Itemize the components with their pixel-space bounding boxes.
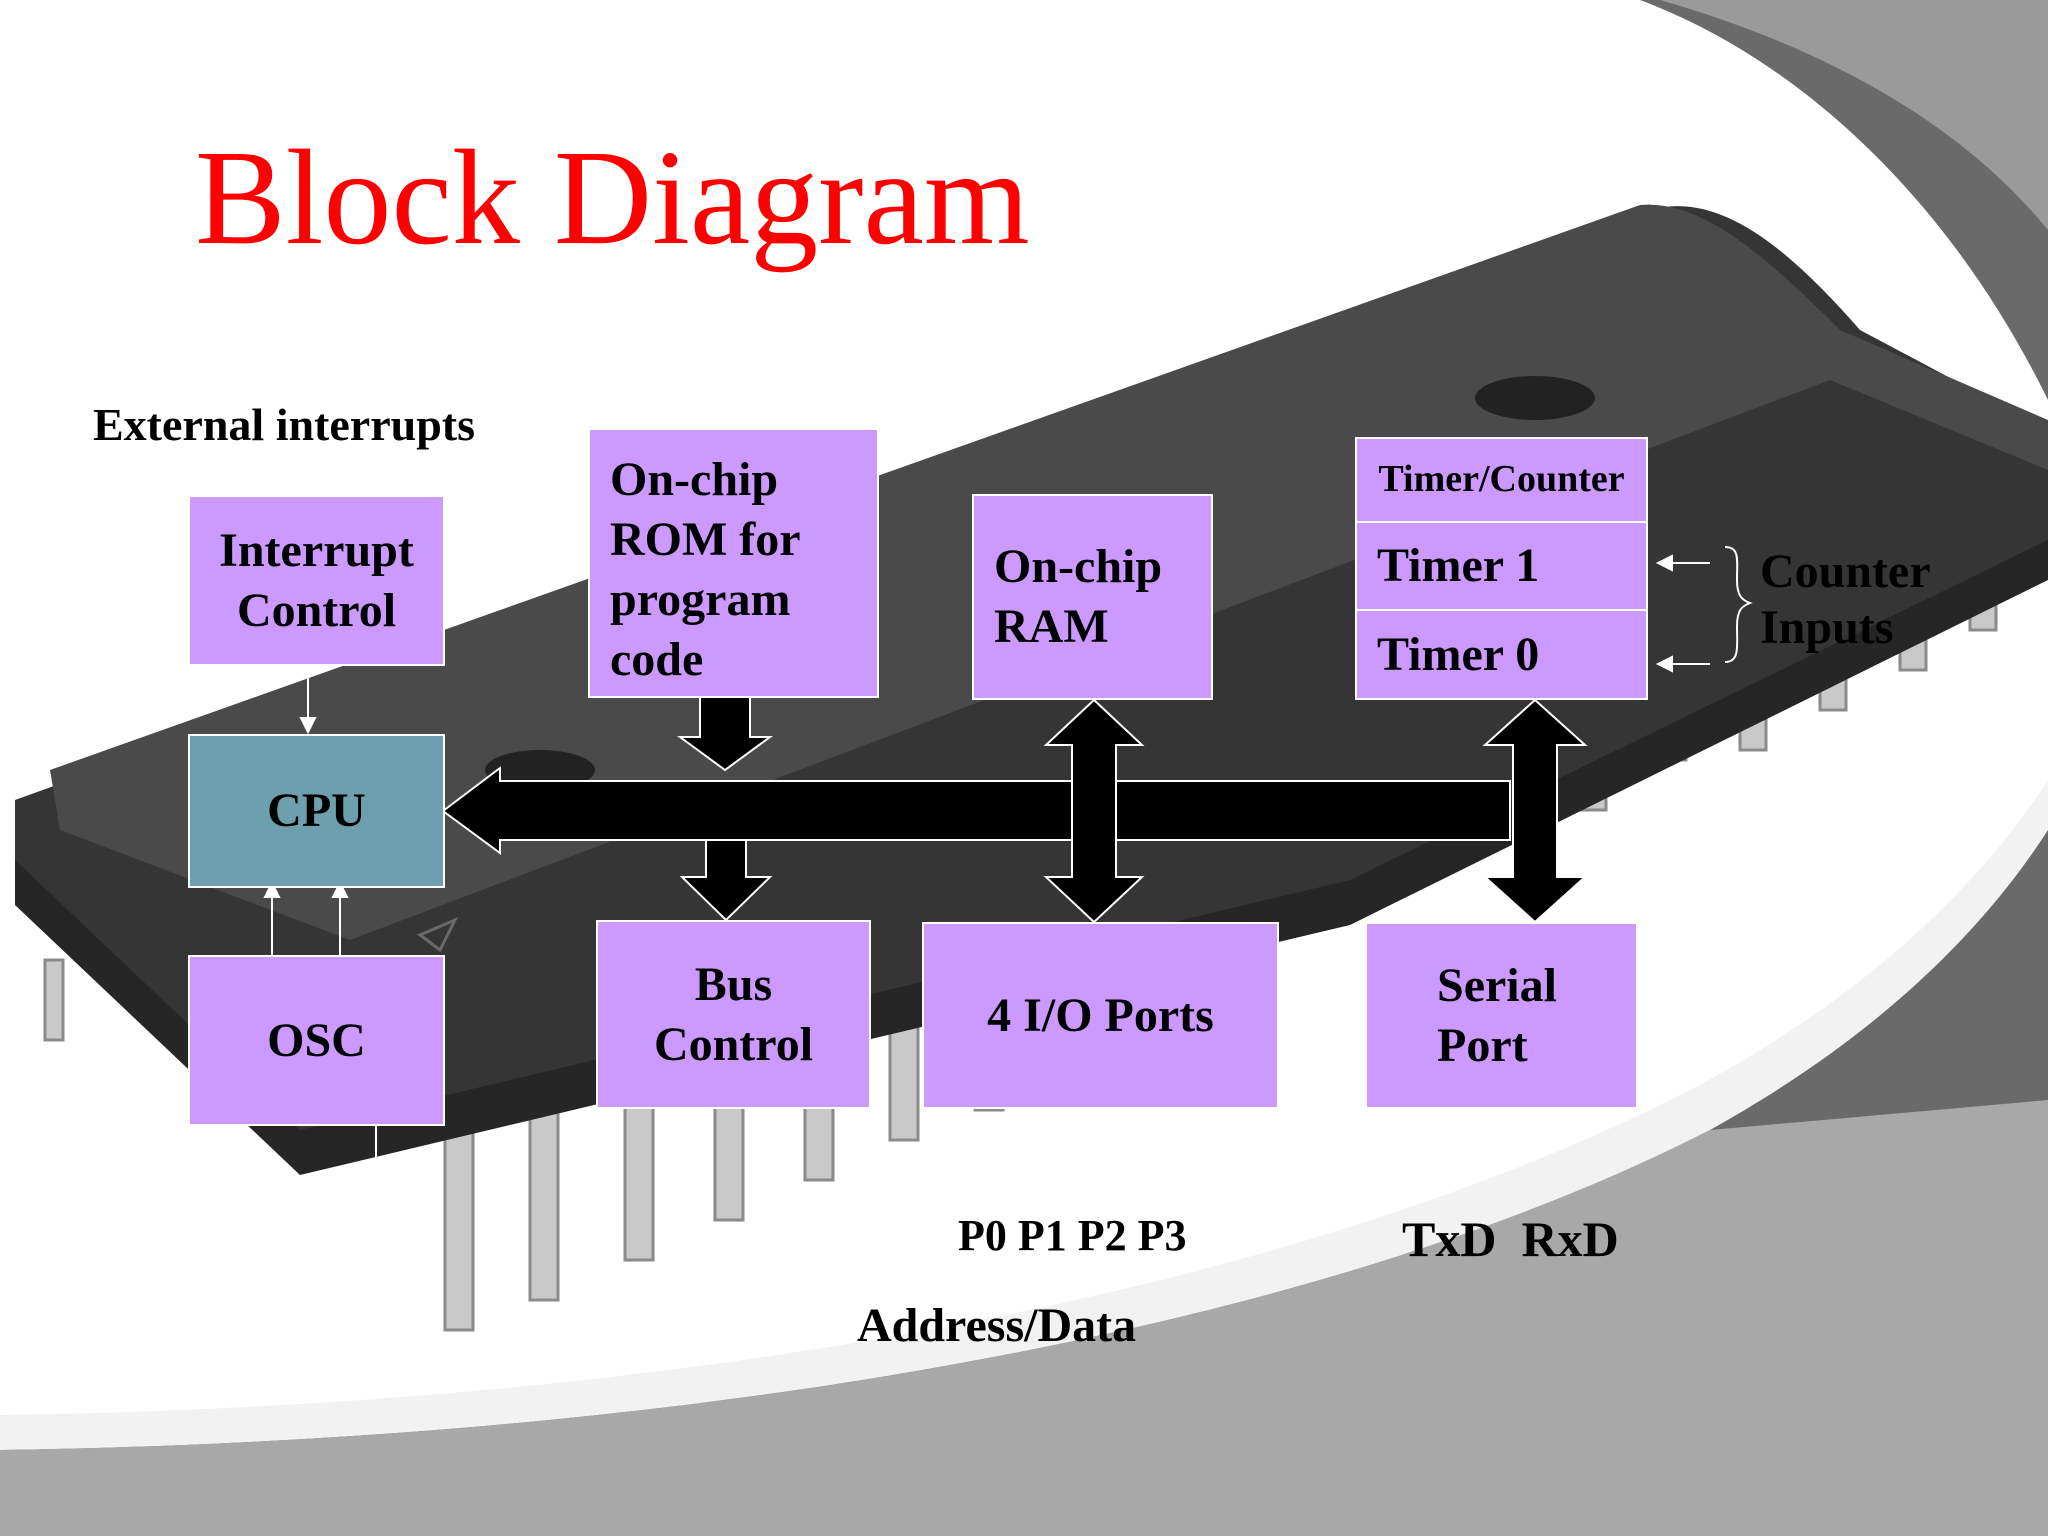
counter-input-arrows <box>1655 554 1710 673</box>
rom-bus-arrow <box>676 696 774 772</box>
interrupt-cpu-arrow <box>299 665 317 735</box>
bus-control-arrow <box>679 839 773 922</box>
counter-inputs-label: Counter Inputs <box>1760 545 1931 654</box>
background-swoosh-light <box>1660 0 2048 230</box>
ram-block: On-chip RAM <box>972 494 1213 700</box>
ports-label: P0 P1 P2 P3 <box>958 1211 1187 1260</box>
osc-cpu-arrows <box>263 880 349 955</box>
background-bottom-band <box>0 1100 2048 1536</box>
rom-block: On-chip ROM for program code <box>588 428 879 698</box>
address-data-label: Address/Data <box>857 1299 1137 1352</box>
counter-inputs-brace <box>1724 546 1753 663</box>
bus-control-block: Bus Control <box>596 920 871 1109</box>
cpu-block: CPU <box>188 734 445 888</box>
timer0-block: Timer 0 <box>1355 609 1648 700</box>
timer-counter-block: Timer/Counter <box>1355 437 1648 523</box>
timer1-block: Timer 1 <box>1355 521 1648 611</box>
main-bus-arrow <box>441 765 1511 855</box>
serial-port-block: Serial Port <box>1365 922 1638 1109</box>
slide-title: Block Diagram <box>195 123 1030 273</box>
chip-notch-right <box>1475 376 1595 420</box>
osc-block: OSC <box>188 955 445 1126</box>
serial-pins-label: TxD RxD <box>1402 1211 1619 1267</box>
interrupt-control-block: Interrupt Control <box>188 495 445 666</box>
chip-pin1-mark <box>417 917 459 953</box>
background-swoosh-white-band <box>0 780 2048 1450</box>
io-ports-block: 4 I/O Ports <box>922 922 1279 1109</box>
external-interrupts-label: External interrupts <box>93 399 476 450</box>
